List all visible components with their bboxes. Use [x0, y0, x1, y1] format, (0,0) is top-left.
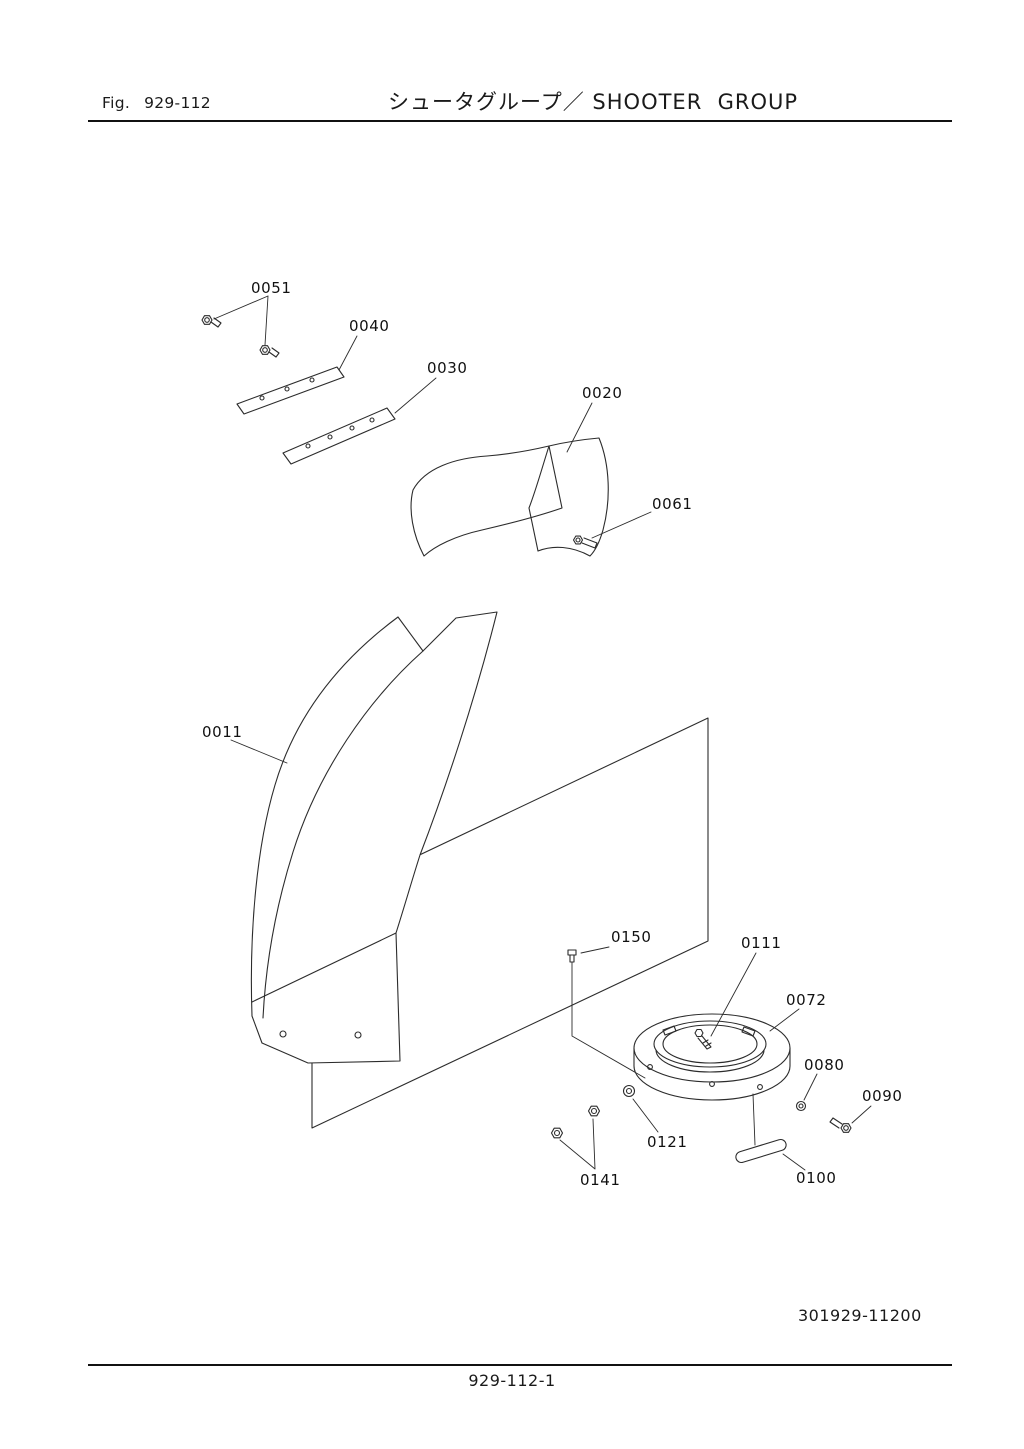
part-callout-0072: 0072: [786, 991, 827, 1009]
bolt-part-0090: [829, 1117, 852, 1133]
part-callout-0011: 0011: [202, 723, 243, 741]
washer-part-0121: [622, 1084, 636, 1098]
part-callout-0100: 0100: [796, 1169, 837, 1187]
document-number: 301929-11200: [798, 1306, 922, 1325]
bolt-part-0061: [572, 535, 598, 549]
ring-part-0072: [633, 1013, 791, 1101]
plate-part-0100: [735, 1138, 787, 1164]
header-rule: [88, 120, 952, 122]
bolt-part-0111: [694, 1028, 712, 1050]
part-callout-0090: 0090: [862, 1087, 903, 1105]
figure-reference: Fig. 929-112: [102, 94, 211, 112]
plate-part-0030: [282, 407, 396, 465]
part-callout-0150: 0150: [611, 928, 652, 946]
stud-part-0150: [567, 949, 577, 963]
figure-prefix: Fig.: [102, 94, 131, 112]
leader-lines: [213, 295, 872, 1171]
bolt-part-0051: [201, 315, 280, 358]
part-callout-0020: 0020: [582, 384, 623, 402]
part-callout-0061: 0061: [652, 495, 693, 513]
chute-part-0011: [250, 611, 498, 1064]
chute-back-sheet: [311, 717, 709, 1129]
part-callout-0080: 0080: [804, 1056, 845, 1074]
part-callout-0051: 0051: [251, 279, 292, 297]
washer-part-0080: [795, 1100, 807, 1112]
nut-part-0141: [550, 1105, 601, 1139]
part-callout-0040: 0040: [349, 317, 390, 335]
deflector-part-0020: [410, 437, 609, 557]
page-title: シュータグループ／ SHOOTER GROUP: [388, 90, 799, 114]
page-number: 929-112-1: [468, 1371, 556, 1390]
strip-part-0040: [236, 366, 345, 415]
part-callout-0141: 0141: [580, 1171, 621, 1189]
figure-number: 929-112: [144, 94, 211, 112]
part-callout-0111: 0111: [741, 934, 782, 952]
part-callout-0030: 0030: [427, 359, 468, 377]
part-callout-0121: 0121: [647, 1133, 688, 1151]
footer-rule: [88, 1364, 952, 1366]
